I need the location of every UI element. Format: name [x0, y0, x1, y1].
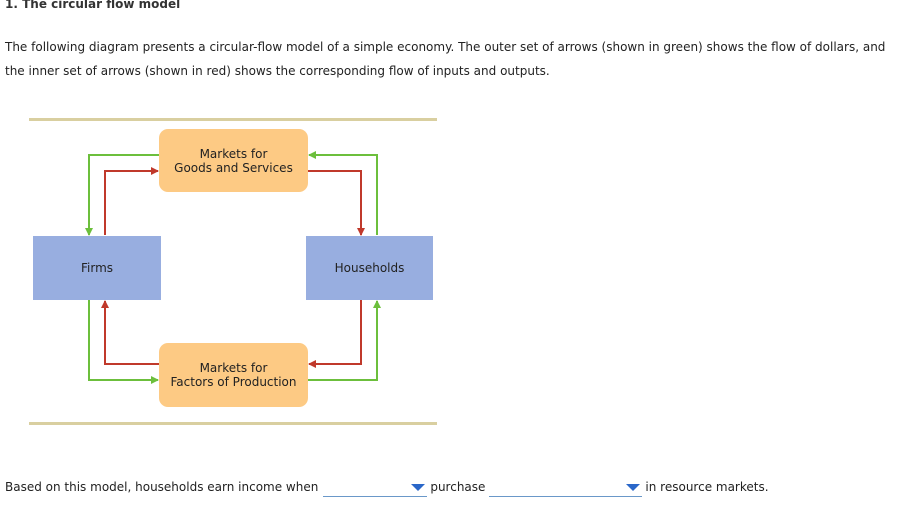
households-box: Households [306, 236, 433, 300]
item-dropdown[interactable] [489, 478, 643, 497]
sentence-part3: in resource markets. [645, 480, 769, 494]
fill-in-sentence: Based on this model, households earn inc… [5, 476, 769, 498]
factors-production-market: Markets for Factors of Production [159, 343, 308, 407]
goods-market-line1: Markets for [199, 146, 268, 161]
money-flow-factors-to-households [308, 300, 381, 381]
goods-flow-firms-to-goods [104, 167, 159, 235]
question-intro: The following diagram presents a circula… [5, 40, 886, 78]
flow-arrows [29, 118, 437, 425]
factors-market-line2: Factors of Production [170, 375, 297, 389]
sentence-part1: Based on this model, households earn inc… [5, 480, 319, 494]
chevron-down-icon[interactable] [626, 483, 641, 491]
question-title: 1. The circular flow model [5, 0, 181, 11]
goods-flow-goods-to-households [308, 170, 365, 236]
chevron-down-icon[interactable] [411, 483, 426, 491]
circular-flow-diagram: Markets for Goods and Services Markets f… [0, 110, 460, 440]
sentence-part2: purchase [430, 480, 486, 494]
agent-dropdown[interactable] [323, 478, 428, 497]
factors-market-line1: Markets for [199, 361, 268, 375]
money-flow-firms-to-factors [88, 300, 159, 384]
goods-flow-factors-to-firms [101, 300, 160, 365]
money-flow-goods-to-firms [85, 154, 160, 236]
goods-services-market: Markets for Goods and Services [159, 129, 308, 192]
goods-market-line2: Goods and Services [174, 160, 293, 175]
firms-label: Firms [80, 261, 114, 275]
goods-flow-households-to-factors [308, 300, 362, 368]
households-label: Households [334, 261, 405, 275]
money-flow-households-to-goods [308, 151, 378, 235]
top-rule [29, 118, 437, 121]
firms-box: Firms [33, 236, 161, 300]
bottom-rule [29, 422, 437, 425]
